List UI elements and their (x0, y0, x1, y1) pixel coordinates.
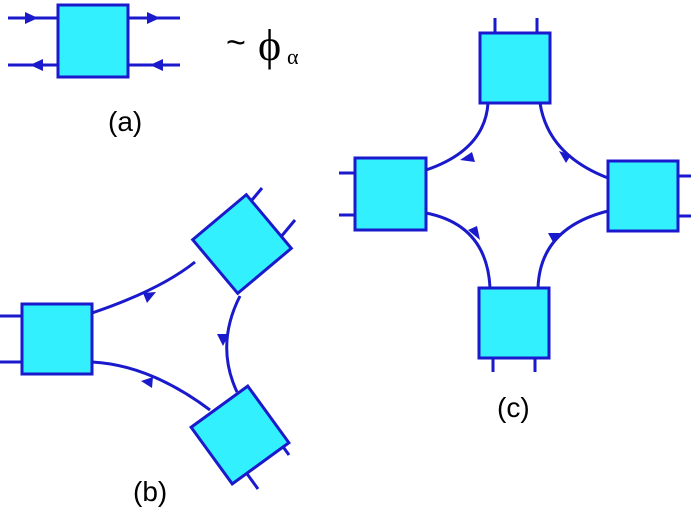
panel-a-arrow-in-bottom (150, 59, 163, 71)
panel-a-arrow-out-top (147, 12, 160, 24)
panel-c-bond-right-to-bottom (536, 209, 609, 289)
panel-a: ~ ϕ α (a) (8, 3, 299, 137)
panel-c-bottom-tensor-box (477, 286, 551, 360)
panel-b-bottom-tensor-box (189, 384, 291, 486)
panel-b-arrow-2 (217, 334, 229, 346)
panel-b-left-tensor-box (20, 302, 94, 376)
panel-a-tensor-box (56, 3, 130, 79)
panel-a-arrow-out-bottom (30, 59, 43, 71)
panel-a-phi-symbol: ϕ (258, 21, 281, 70)
panel-b-arrow-1 (143, 292, 156, 303)
panel-c-top-tensor-box (478, 31, 552, 105)
panel-b-bond-left-to-top (91, 260, 196, 315)
panel-c-right-tensor-box (606, 159, 680, 233)
panel-b-top-right-leg-2 (278, 219, 297, 239)
panel-b: (b) (0, 187, 297, 507)
panel-b-label: (b) (133, 476, 167, 507)
panel-a-label: (a) (108, 106, 142, 137)
panel-c-bond-top-to-left (425, 102, 490, 172)
panel-b-bond-top-to-bottom (225, 295, 242, 393)
panel-a-arrow-in-top (25, 12, 38, 24)
panel-c-arrow-bottom-left (468, 226, 480, 240)
panel-c-label: (c) (497, 392, 530, 423)
panel-c-arrow-top-right (559, 151, 571, 163)
panel-b-bond-bottom-to-left (91, 360, 211, 412)
panel-a-tilde: ~ (226, 24, 246, 62)
panel-c: (c) (339, 18, 691, 423)
panel-b-arrow-3 (141, 377, 153, 388)
panel-c-bond-top-to-right (538, 102, 609, 180)
panel-c-left-tensor-box (353, 156, 428, 232)
panel-c-arrow-bottom-right (548, 233, 560, 244)
panel-c-arrow-top-left (460, 152, 475, 162)
panel-c-bond-left-to-bottom (425, 211, 492, 289)
panel-a-alpha-subscript: α (287, 44, 299, 69)
panel-b-top-tensor-box (190, 192, 294, 296)
